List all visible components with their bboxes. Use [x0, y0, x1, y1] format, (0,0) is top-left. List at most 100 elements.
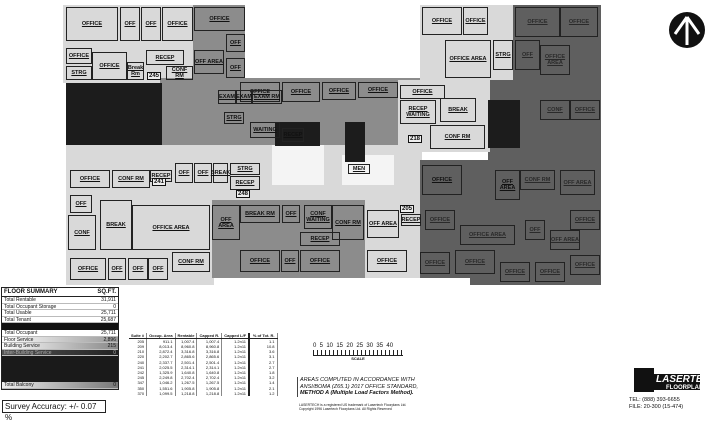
table-cell: 2,314.1	[175, 364, 198, 370]
suite-area-dark	[66, 83, 162, 147]
room: OFFICE	[515, 7, 560, 37]
table-cell: 2,249.8	[146, 375, 176, 381]
room: OFF	[141, 7, 161, 41]
phone-number: TEL: (888) 393-6655	[629, 397, 680, 403]
room: OFFICE	[240, 250, 280, 272]
summary-label: Total Tenant	[4, 316, 31, 323]
room: OFF	[108, 258, 126, 280]
table-cell: 350	[129, 385, 148, 391]
core-shaft	[345, 122, 365, 162]
room: OFF AREA	[495, 170, 520, 200]
note-line: AREAS COMPUTED IN ACCORDANCE WITH	[300, 377, 415, 383]
table-cell: 3,316.8	[175, 349, 198, 355]
floor-summary-title: FLOOR SUMMARY	[4, 289, 58, 295]
room: OFFICE	[162, 7, 193, 41]
summary-label: Total Occupant	[4, 329, 38, 336]
suite-number-tag: 248	[236, 190, 251, 198]
summary-value: 0	[113, 303, 116, 310]
table-cell: 1.4	[248, 380, 278, 386]
table-cell: 1,551.6	[146, 385, 176, 391]
room: OFFICE	[420, 252, 450, 274]
suite-number-tag: 205	[400, 205, 415, 213]
suite-number-tag: 241	[152, 178, 167, 186]
divider	[2, 323, 118, 330]
summary-label: Total Balcony	[4, 382, 34, 389]
room: OFFICE	[66, 48, 92, 64]
table-cell: 3.1	[248, 354, 278, 360]
column-header: Suite #	[129, 333, 148, 339]
table-cell: 240	[129, 359, 148, 365]
room: RECEP WAITING	[400, 100, 436, 124]
table-cell: 2,025.5	[146, 364, 176, 370]
room: OFFICE	[535, 262, 565, 282]
summary-value: 0	[113, 382, 116, 389]
room: OFFICE	[570, 100, 600, 120]
room: OFF	[128, 258, 148, 280]
summary-label: Total Occupant Storage	[4, 303, 57, 310]
room: OFF	[515, 40, 540, 70]
north-arrow-icon	[669, 12, 705, 48]
room: OFFICE	[358, 82, 398, 98]
table-cell: 209	[129, 344, 148, 350]
table-cell: 245	[129, 375, 148, 381]
summary-label: Total Rentable	[4, 297, 36, 303]
table-cell: 2,202.7	[146, 354, 176, 360]
legal-line: LASERTECH is a registered US trademark o…	[299, 403, 407, 407]
table-cell: 1,640.8	[196, 369, 223, 376]
table-cell: 8,960.8	[175, 344, 198, 350]
room: WAITING	[250, 122, 280, 138]
room: OFFICE	[367, 250, 407, 272]
contact-info: TEL: (888) 393-6655 FILE: 20-300 (15-474…	[629, 397, 683, 411]
room: OFFICE AREA	[460, 225, 515, 245]
table-cell: 1,099.5	[146, 390, 176, 396]
room: BREAK RM	[240, 205, 280, 223]
room: CONF RM	[172, 252, 210, 272]
summary-value: 215	[107, 343, 116, 350]
room: OFF	[194, 163, 212, 183]
room: OFFICE	[92, 52, 127, 80]
summary-row: Total Occupant Storage 0	[2, 304, 118, 311]
room: OFFICE	[455, 250, 495, 274]
table-cell: 1,218.8	[196, 390, 223, 396]
summary-label: Building Service	[4, 343, 40, 350]
room: CONF	[68, 215, 96, 250]
room: CONF RM	[166, 66, 193, 80]
suite-245-area	[63, 5, 195, 83]
table-cell: 1,267.5	[196, 380, 223, 386]
table-cell: 2.7	[248, 359, 278, 365]
room: OFF	[70, 195, 92, 213]
room: OFFICE	[282, 82, 320, 102]
table-cell: 1,218.8	[175, 390, 198, 396]
summary-label: Total Usable	[4, 310, 32, 317]
room: STRG	[230, 163, 260, 175]
room: OFF AREA	[367, 210, 399, 238]
summary-value: 25,687	[100, 316, 116, 323]
suite-number-tag: 245	[147, 72, 162, 80]
room: OFF AREA	[550, 230, 580, 250]
summary-row: Building Service 215	[2, 343, 118, 350]
table-cell: 2,865.6	[175, 354, 198, 360]
svg-text:LASERTECH: LASERTECH	[656, 374, 702, 385]
room: OFFICE	[66, 7, 118, 41]
summary-value: 25,711	[101, 329, 116, 336]
table-cell: 2,501.4	[196, 359, 223, 365]
survey-label: Survey Accuracy:	[5, 402, 67, 411]
table-cell: 210	[129, 349, 148, 355]
table-cell: 3.6	[248, 349, 278, 355]
suite-205-area	[365, 200, 423, 278]
room: BREAK	[211, 163, 230, 183]
table-cell: 220	[129, 354, 148, 360]
room: OFFICE	[425, 210, 455, 230]
table-cell: 1,046.2	[146, 380, 176, 386]
area-notes: AREAS COMPUTED IN ACCORDANCE WITH ANSI/B…	[297, 377, 447, 397]
room: OFFICE	[194, 7, 245, 31]
room: CONF RM	[332, 205, 364, 240]
room: CONF RM	[430, 125, 485, 149]
